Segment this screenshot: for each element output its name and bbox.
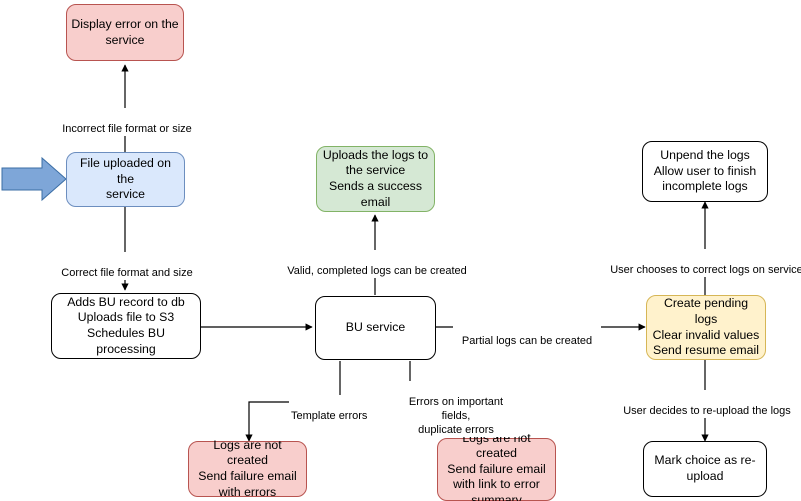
node-logs-not-created-fields-label: Logs are not created Send failure email …	[447, 430, 546, 501]
node-file-uploaded-label: File uploaded on the service	[80, 156, 171, 202]
edge-label-correct-format-text: Correct file format and size	[61, 267, 193, 279]
edge-label-user-reuploads-text: User decides to re-upload the logs	[623, 405, 791, 417]
node-logs-not-created-template-label: Logs are not created Send failure email …	[198, 437, 297, 499]
node-logs-not-created-fields[interactable]: Logs are not created Send failure email …	[437, 431, 556, 501]
edge-label-incorrect-format: Incorrect file format or size	[55, 108, 199, 136]
node-unpend-logs[interactable]: Unpend the logs Allow user to finish inc…	[642, 141, 768, 202]
entry-arrow-icon	[1, 156, 67, 202]
edge-label-user-corrects-text: User chooses to correct logs on service	[610, 264, 801, 276]
node-logs-not-created-template[interactable]: Logs are not created Send failure email …	[188, 437, 307, 499]
node-adds-bu-record[interactable]: Adds BU record to db Uploads file to S3 …	[51, 293, 201, 359]
edge-label-important-fields: Errors on important fields, duplicate er…	[393, 381, 519, 437]
node-bu-service[interactable]: BU service	[315, 296, 436, 360]
edge-label-template-errors-text: Template errors	[291, 410, 368, 422]
node-unpend-logs-label: Unpend the logs Allow user to finish inc…	[653, 148, 757, 194]
edge-label-correct-format: Correct file format and size	[55, 252, 199, 280]
edge-label-important-fields-text: Errors on important fields, duplicate er…	[408, 396, 504, 436]
edge-label-partial-logs-text: Partial logs can be created	[461, 335, 593, 347]
edge-label-user-corrects: User chooses to correct logs on service	[608, 249, 801, 277]
node-mark-choice-label: Mark choice as re- upload	[654, 453, 756, 483]
node-adds-bu-record-label: Adds BU record to db Uploads file to S3 …	[67, 294, 185, 356]
node-uploads-logs[interactable]: Uploads the logs to the service Sends a …	[316, 146, 435, 212]
node-display-error[interactable]: Display error on the service	[66, 4, 184, 61]
node-create-pending-logs[interactable]: Create pending logs Clear invalid values…	[646, 295, 766, 360]
edge-label-valid-logs-text: Valid, completed logs can be created	[287, 265, 467, 277]
edge-label-template-errors: Template errors	[289, 395, 377, 423]
node-create-pending-logs-label: Create pending logs Clear invalid values…	[652, 296, 760, 358]
node-mark-choice[interactable]: Mark choice as re- upload	[643, 441, 767, 497]
edge-label-user-reuploads: User decides to re-upload the logs	[617, 390, 797, 418]
node-file-uploaded[interactable]: File uploaded on the service	[66, 152, 185, 207]
node-display-error-label: Display error on the service	[71, 16, 179, 47]
edge-label-incorrect-format-text: Incorrect file format or size	[62, 123, 192, 135]
node-bu-service-label: BU service	[345, 320, 406, 335]
edge-label-partial-logs: Partial logs can be created	[453, 320, 601, 348]
node-uploads-logs-label: Uploads the logs to the service Sends a …	[322, 147, 429, 209]
edge-label-valid-logs: Valid, completed logs can be created	[281, 250, 473, 278]
